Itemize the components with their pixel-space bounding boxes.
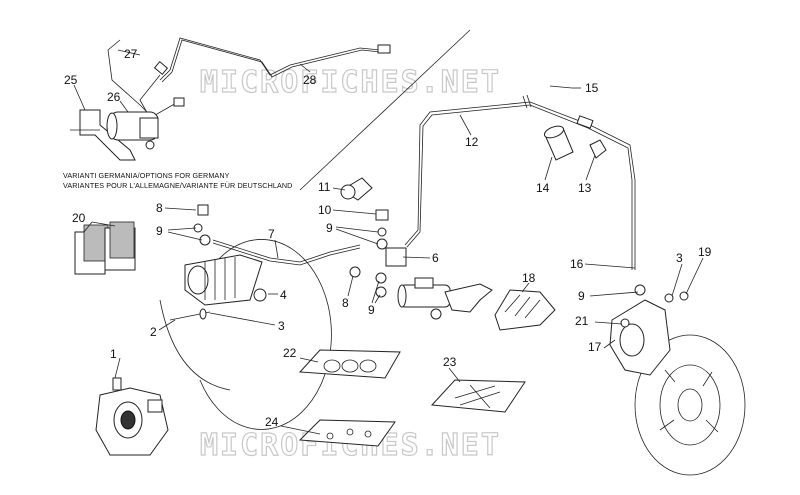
callout-6: 6: [432, 251, 439, 265]
variant-divider-line: [299, 29, 471, 191]
cover-18: [494, 289, 556, 331]
nut-4: [253, 288, 267, 302]
left-disc-and-caliper: [159, 204, 332, 430]
callout-22: 22: [283, 346, 297, 360]
callout-16: 16: [570, 257, 584, 271]
callout-8-bottom: 8: [342, 296, 349, 310]
callout-19: 19: [698, 245, 712, 259]
brake-pipe-12: [404, 101, 636, 270]
callout-13: 13: [578, 181, 592, 195]
sleeve-14: [543, 125, 574, 161]
callout-9-center: 9: [326, 221, 333, 235]
gasket-24: [298, 419, 396, 447]
variant-note-line1: VARIANTI GERMANIA/OPTIONS FOR GERMANY: [63, 171, 230, 180]
clamp-13: [589, 139, 607, 159]
screw-10: [375, 209, 389, 221]
callout-11: 11: [318, 180, 331, 194]
callout-24: 24: [265, 415, 279, 429]
brake-pads-20: [74, 221, 136, 275]
callout-numbers: 1 2 3 4 6 7 8 8 9 9 9 9 10 11 12 13 14 1…: [64, 47, 712, 429]
germany-variant-assembly: [70, 37, 391, 161]
callout-8-top: 8: [156, 201, 163, 215]
callout-4: 4: [280, 288, 287, 302]
callout-18: 18: [522, 271, 536, 285]
callout-2: 2: [150, 325, 157, 339]
callout-15: 15: [585, 81, 599, 95]
brake-pipe-28: [159, 37, 381, 81]
left-caliper-body: [184, 254, 263, 306]
callout-28: 28: [303, 73, 317, 87]
callout-20: 20: [72, 211, 86, 225]
callout-3-left: 3: [278, 319, 285, 333]
callout-3-right: 3: [676, 251, 683, 265]
caliper-1: [95, 377, 169, 456]
clip-15: [549, 85, 573, 89]
watermark-top: MICROFICHES.NET: [200, 65, 501, 100]
callout-9-lower: 9: [368, 303, 375, 317]
callout-27: 27: [124, 47, 138, 61]
bleed-screw-8: [197, 204, 209, 216]
left-brake-disc: [199, 239, 332, 430]
callout-23: 23: [443, 355, 457, 369]
right-brake-disc: [634, 334, 746, 476]
callout-25: 25: [64, 73, 78, 87]
distributor-fittings: [340, 177, 407, 298]
callout-9-right: 9: [578, 289, 585, 303]
variant-note-line2: VARIANTES POUR L'ALLEMAGNE/VARIANTE FÜR …: [63, 181, 292, 190]
leader-lines: [73, 49, 704, 435]
callout-12: 12: [465, 135, 479, 149]
callout-21: 21: [575, 314, 589, 328]
bracket-25: [79, 109, 136, 161]
washer-3: [664, 293, 674, 303]
callout-17: 17: [588, 340, 602, 354]
brake-pipe-27: [107, 39, 151, 116]
brake-pipe-7: [212, 239, 361, 263]
gasket-22: [298, 349, 401, 379]
callout-9-left: 9: [156, 224, 163, 238]
master-cylinder: [397, 277, 493, 320]
callout-26: 26: [107, 90, 121, 104]
callout-10: 10: [318, 203, 332, 217]
callout-7: 7: [268, 227, 275, 241]
pipe-fitting: [377, 44, 391, 54]
right-disc-and-caliper: [609, 284, 746, 476]
gasket-23: [430, 379, 526, 413]
callout-14: 14: [536, 181, 550, 195]
callout-1: 1: [110, 347, 117, 361]
